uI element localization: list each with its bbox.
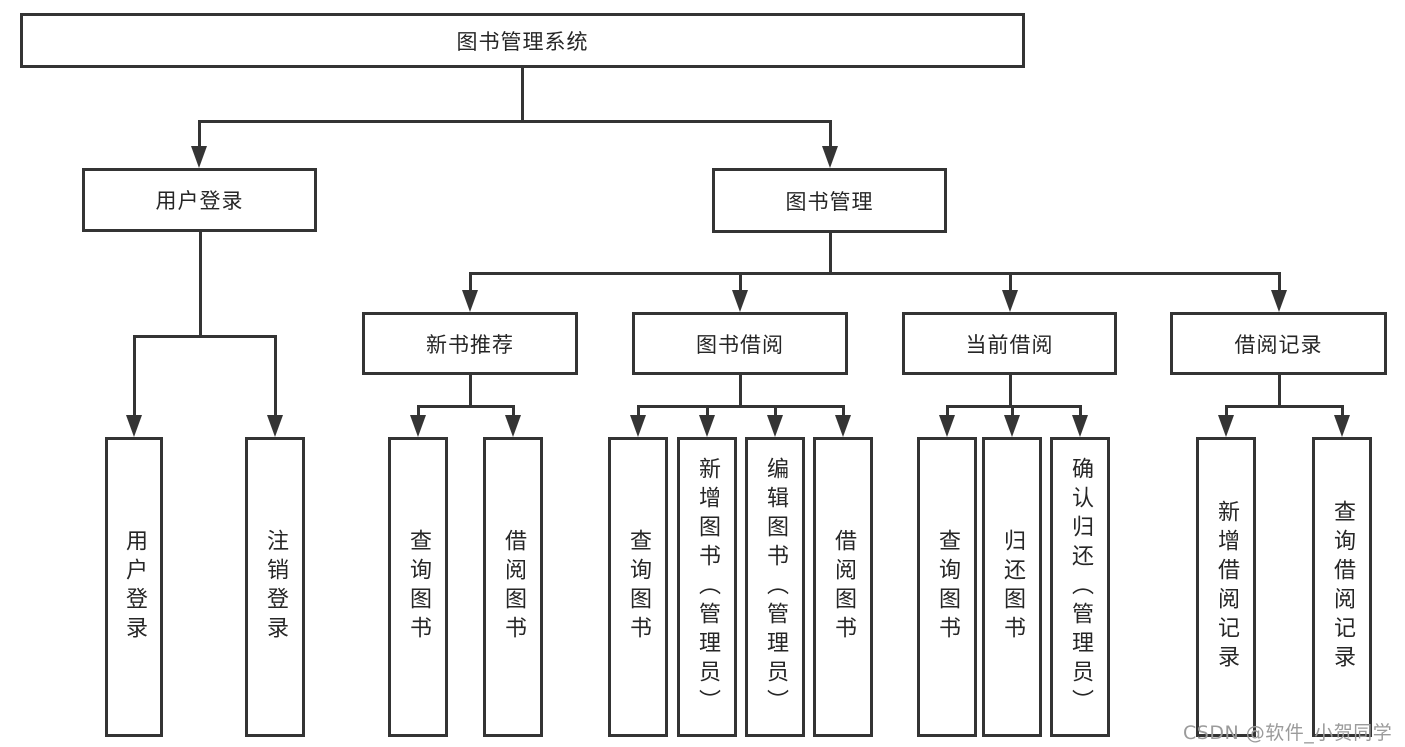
leaf-logout-login: 注销登录 xyxy=(245,437,305,737)
leaf-label: 确认归还（管理员） xyxy=(1068,456,1093,718)
arrowhead xyxy=(1004,415,1020,437)
arrowhead xyxy=(126,415,142,437)
leaf-label: 注销登录 xyxy=(263,529,288,645)
connector-line xyxy=(132,335,136,419)
connector-line xyxy=(945,405,949,419)
leaf-user-login: 用户登录 xyxy=(105,437,163,737)
arrowhead xyxy=(699,415,715,437)
connector-line xyxy=(520,68,524,123)
connector-line xyxy=(636,405,845,408)
leaf-label: 查询借阅记录 xyxy=(1330,500,1355,674)
connector-line xyxy=(416,405,420,419)
arrowhead xyxy=(1218,415,1234,437)
connector-line xyxy=(511,405,515,419)
arrowhead xyxy=(1271,290,1287,312)
arrowhead xyxy=(822,146,838,168)
arrowhead xyxy=(267,415,283,437)
connector-line xyxy=(132,335,277,338)
leaf-label: 查询图书 xyxy=(406,529,431,645)
connector-line xyxy=(197,120,832,123)
connector-line xyxy=(198,232,202,338)
arrowhead xyxy=(410,415,426,437)
leaf-label: 借阅图书 xyxy=(501,529,526,645)
leaf-label: 新增借阅记录 xyxy=(1214,500,1239,674)
node-library-management-system: 图书管理系统 xyxy=(20,13,1025,68)
arrowhead xyxy=(939,415,955,437)
connector-line xyxy=(828,233,832,275)
leaf-query-books-borrow: 查询图书 xyxy=(608,437,668,737)
leaf-return-book: 归还图书 xyxy=(982,437,1042,737)
leaf-add-book-admin: 新增图书（管理员） xyxy=(677,437,737,737)
connector-line xyxy=(1078,405,1082,419)
arrowhead xyxy=(835,415,851,437)
connector-line xyxy=(416,405,515,408)
arrowhead xyxy=(191,146,207,168)
connector-line xyxy=(773,405,777,419)
leaf-label: 查询图书 xyxy=(626,529,651,645)
connector-line xyxy=(468,272,472,294)
connector-line xyxy=(1008,375,1012,408)
leaf-label: 用户登录 xyxy=(122,529,147,645)
csdn-watermark: CSDN @软件_小贺同学 xyxy=(1183,722,1393,744)
node-new-book-recommend: 新书推荐 xyxy=(362,312,578,375)
connector-line xyxy=(636,405,640,419)
leaf-confirm-return-admin: 确认归还（管理员） xyxy=(1050,437,1110,737)
arrowhead xyxy=(505,415,521,437)
leaf-label: 编辑图书（管理员） xyxy=(763,456,788,718)
connector-line xyxy=(841,405,845,419)
connector-line xyxy=(468,272,1281,275)
arrowhead xyxy=(630,415,646,437)
node-borrow-records: 借阅记录 xyxy=(1170,312,1387,375)
leaf-borrow-books-recommend: 借阅图书 xyxy=(483,437,543,737)
connector-line xyxy=(1010,405,1014,419)
connector-line xyxy=(468,375,472,408)
connector-line xyxy=(828,120,832,150)
connector-line xyxy=(1224,405,1344,408)
node-user-login: 用户登录 xyxy=(82,168,317,232)
arrowhead xyxy=(767,415,783,437)
arrowhead xyxy=(1334,415,1350,437)
node-current-borrow: 当前借阅 xyxy=(902,312,1117,375)
leaf-query-books-current: 查询图书 xyxy=(917,437,977,737)
leaf-label: 借阅图书 xyxy=(831,529,856,645)
connector-line xyxy=(1008,272,1012,294)
connector-line xyxy=(738,375,742,408)
leaf-edit-book-admin: 编辑图书（管理员） xyxy=(745,437,805,737)
leaf-query-books-recommend: 查询图书 xyxy=(388,437,448,737)
connector-line xyxy=(738,272,742,294)
leaf-label: 新增图书（管理员） xyxy=(695,456,720,718)
leaf-label: 查询图书 xyxy=(935,529,960,645)
connector-line xyxy=(1224,405,1228,419)
connector-line xyxy=(1277,272,1281,294)
connector-line xyxy=(273,335,277,419)
connector-line xyxy=(1277,375,1281,408)
arrowhead xyxy=(1072,415,1088,437)
leaf-add-borrow-record: 新增借阅记录 xyxy=(1196,437,1256,737)
connector-line xyxy=(945,405,1082,408)
arrowhead xyxy=(462,290,478,312)
node-book-management: 图书管理 xyxy=(712,168,947,233)
node-book-borrow: 图书借阅 xyxy=(632,312,848,375)
connector-line xyxy=(1340,405,1344,419)
connector-line xyxy=(705,405,709,419)
arrowhead xyxy=(732,290,748,312)
arrowhead xyxy=(1002,290,1018,312)
leaf-query-borrow-record: 查询借阅记录 xyxy=(1312,437,1372,737)
leaf-borrow-books: 借阅图书 xyxy=(813,437,873,737)
connector-line xyxy=(197,120,201,150)
leaf-label: 归还图书 xyxy=(1000,529,1025,645)
